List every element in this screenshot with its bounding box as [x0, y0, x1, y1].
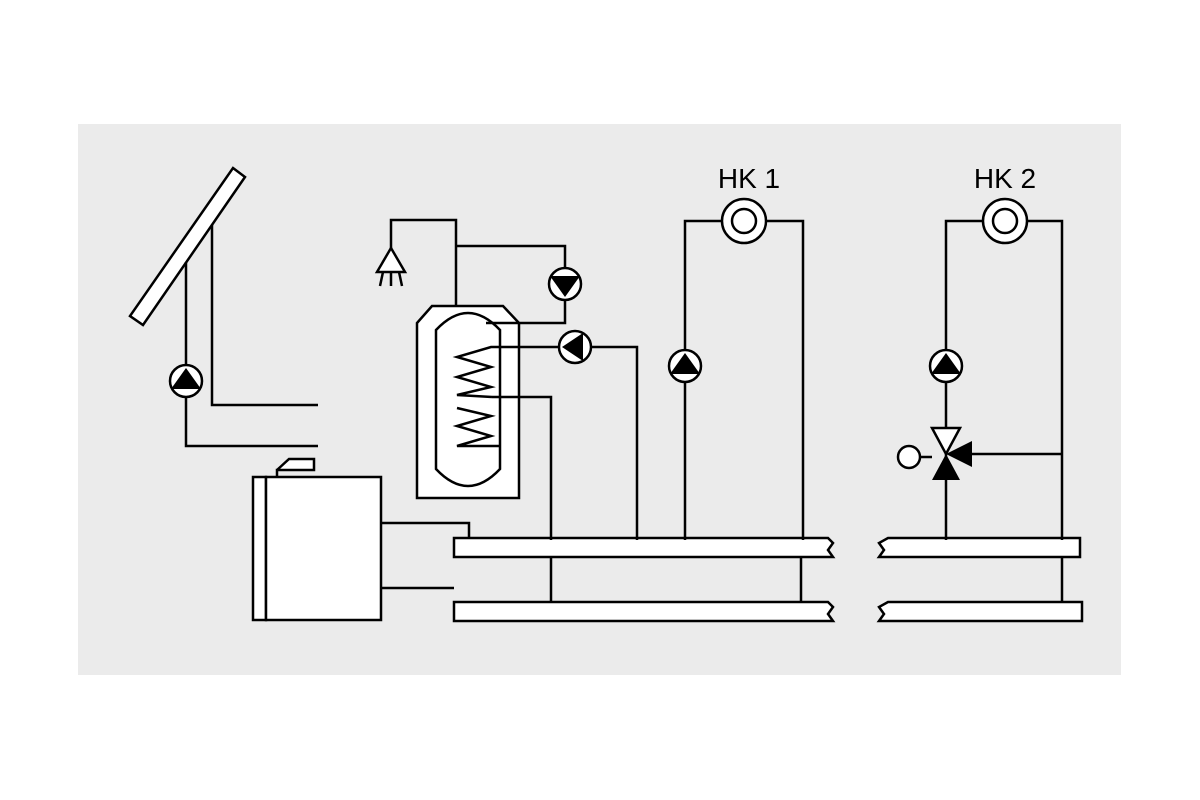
heating-circuit-1: HK 1 [667, 163, 805, 540]
mixing-valve-icon [896, 426, 972, 480]
tank-loading-pump-icon [557, 329, 593, 365]
hk1-label: HK 1 [718, 163, 780, 194]
hk1-pump-icon [667, 348, 703, 384]
radiator-hk2-icon [981, 197, 1029, 245]
recirculation-line [456, 244, 567, 268]
lower-coil [452, 395, 553, 540]
pump-to-tank-line [486, 300, 567, 325]
heating-circuit-2: HK 2 [896, 163, 1064, 540]
diagram-panel [78, 124, 1121, 675]
solar-collector [128, 166, 318, 448]
distribution-header-right [876, 536, 1084, 623]
solar-pump-icon [168, 363, 204, 399]
hk2-pump-icon [928, 348, 964, 384]
storage-tank [415, 304, 521, 500]
hot-water-tap [374, 218, 458, 325]
radiator-hk1-icon [720, 197, 768, 245]
boiler [251, 457, 471, 622]
hk2-label: HK 2 [974, 163, 1036, 194]
upper-coil [452, 345, 639, 540]
recirculation-pump-icon [547, 266, 583, 302]
distribution-header-left [452, 536, 836, 623]
